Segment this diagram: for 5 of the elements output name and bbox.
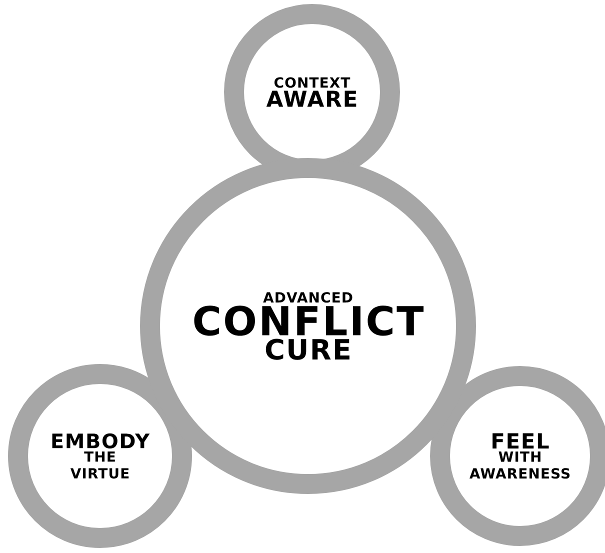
node-label: CURE (266, 338, 350, 360)
node-label: CONFLICT (194, 306, 424, 336)
node-label: ADVANCED (263, 292, 352, 303)
circle-node: CONTEXT AWARE (224, 4, 400, 180)
circle-node: EMBODY THE VIRTUE (8, 364, 192, 548)
